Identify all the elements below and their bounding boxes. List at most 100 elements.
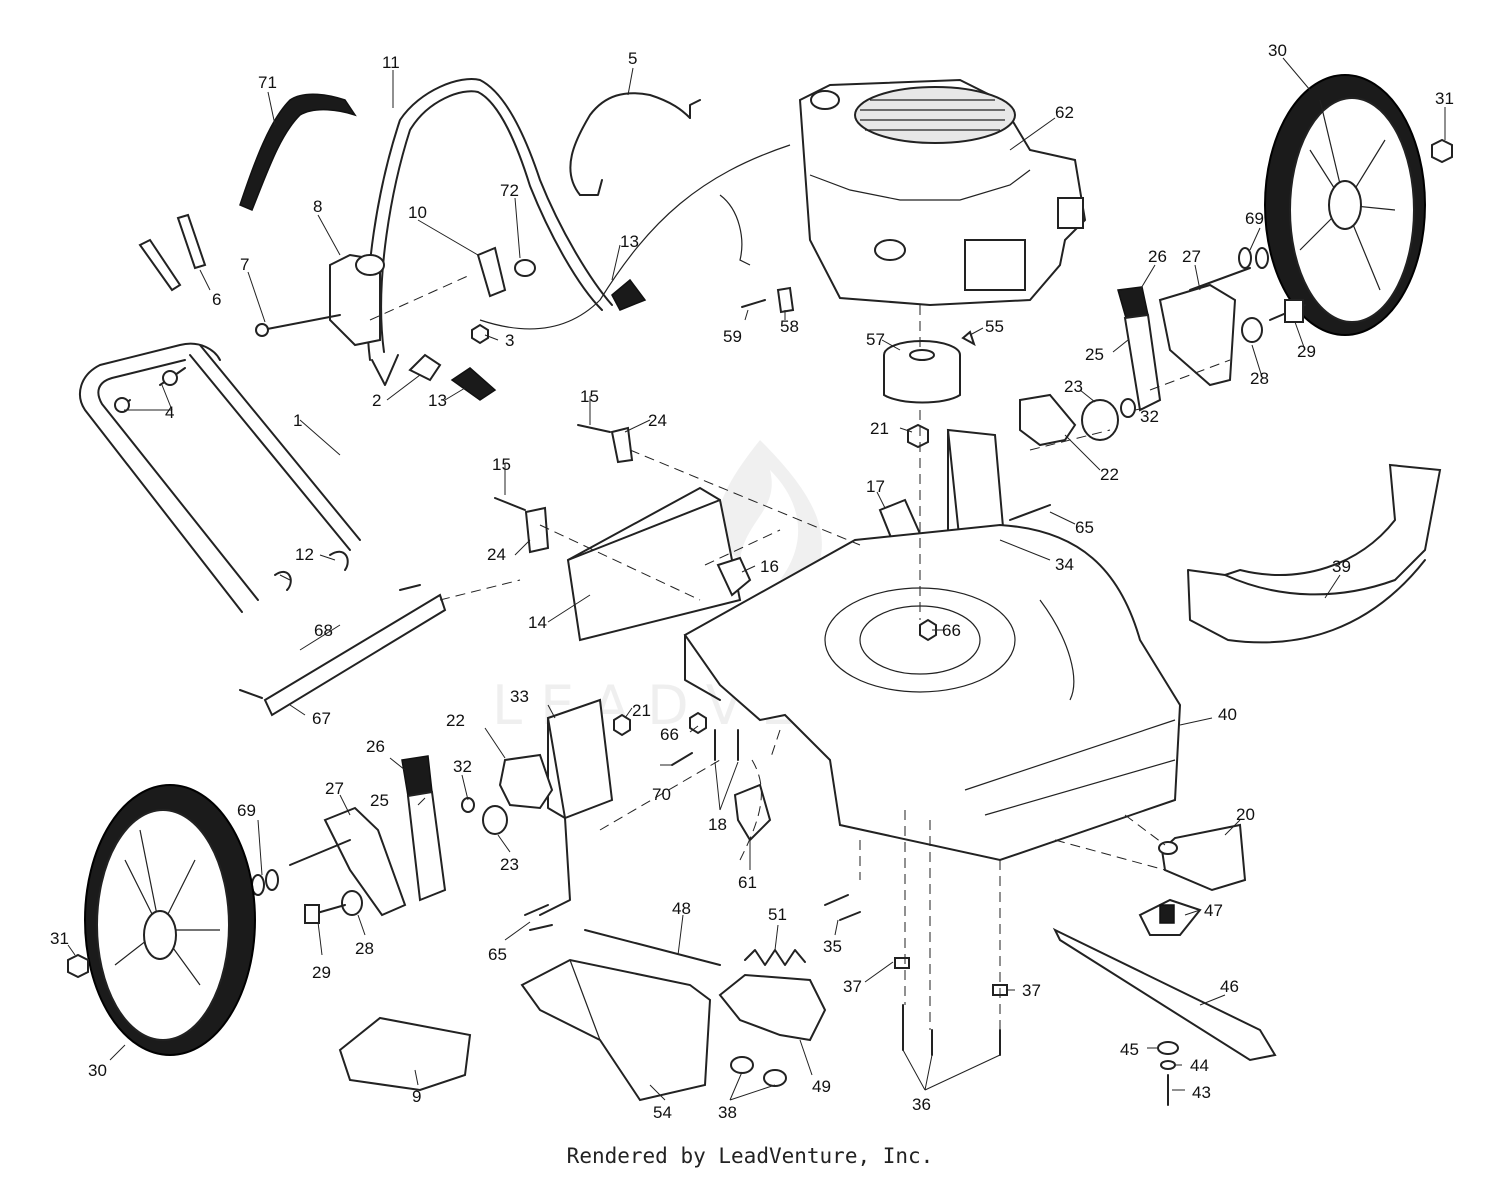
label-72: 72 — [500, 181, 519, 200]
label-7: 7 — [240, 255, 249, 274]
label-32-right: 32 — [1140, 407, 1159, 426]
label-28-right: 28 — [1250, 369, 1269, 388]
label-44: 44 — [1190, 1056, 1209, 1075]
part-27-axle-bracket-left — [289, 806, 407, 917]
leader-lines — [67, 57, 1446, 1101]
part-51-spring — [744, 949, 806, 966]
part-66-nut-left — [689, 711, 707, 735]
part-3-nut — [471, 323, 489, 345]
part-65-bolt-right — [1009, 504, 1051, 521]
label-25-left: 25 — [370, 791, 389, 810]
part-44-lock-washer — [1160, 1060, 1176, 1070]
label-33: 33 — [510, 687, 529, 706]
part-65-bolts-left — [524, 904, 553, 931]
label-18: 18 — [708, 815, 727, 834]
part-5-control-rod — [569, 92, 701, 196]
label-37-right: 37 — [1022, 981, 1041, 1000]
part-47-blade-mount — [1138, 898, 1202, 936]
part-71-handle-grip — [239, 93, 357, 211]
part-32-washer-left — [461, 797, 475, 813]
part-2-clip — [408, 353, 442, 382]
part-70-pin — [671, 752, 693, 766]
label-62: 62 — [1055, 103, 1074, 122]
label-30-right: 30 — [1268, 41, 1287, 60]
part-31-nut-right — [1431, 138, 1453, 164]
label-31-right: 31 — [1435, 89, 1454, 108]
part-48-hinge-rod — [584, 929, 721, 966]
part-8-handle-bracket — [329, 253, 385, 347]
part-27-axle-bracket-right — [1158, 267, 1251, 387]
part-24-bracket-lower — [524, 506, 550, 554]
label-2: 2 — [372, 391, 381, 410]
part-69-washer-pair-left — [251, 869, 279, 896]
part-29-bolt-left — [304, 904, 346, 924]
label-29-left: 29 — [312, 963, 331, 982]
label-20: 20 — [1236, 805, 1255, 824]
part-26-grip-left — [401, 755, 433, 797]
label-24-lower: 24 — [487, 545, 506, 564]
label-15-upper: 15 — [580, 387, 599, 406]
label-36: 36 — [912, 1095, 931, 1114]
label-15-lower: 15 — [492, 455, 511, 474]
label-27-right: 27 — [1182, 247, 1201, 266]
label-5: 5 — [628, 49, 637, 68]
part-24-bracket-upper — [610, 426, 634, 464]
part-67-rear-axle — [263, 593, 447, 717]
part-12-clips — [274, 550, 349, 591]
part-31-nut-left — [67, 953, 89, 979]
part-13-knob-upper — [611, 278, 647, 311]
part-46-blade — [1052, 927, 1277, 1062]
part-69-washer-pair-right — [1238, 247, 1269, 269]
label-49: 49 — [812, 1077, 831, 1096]
part-32-washer-right — [1120, 398, 1136, 418]
label-57: 57 — [866, 330, 885, 349]
label-40: 40 — [1218, 705, 1237, 724]
label-47: 47 — [1204, 901, 1223, 920]
label-34: 34 — [1055, 555, 1074, 574]
label-66-center: 66 — [942, 621, 961, 640]
part-30-wheel-right — [1264, 74, 1426, 336]
part-23-spacer-left — [482, 805, 508, 835]
part-62-engine — [798, 78, 1087, 307]
part-36-bolts — [902, 1004, 1001, 1056]
label-13-upper: 13 — [620, 232, 639, 251]
watermark-flame-icon — [718, 440, 822, 580]
part-25-lever-left — [406, 790, 447, 902]
label-21-right: 21 — [870, 419, 889, 438]
label-16: 16 — [760, 557, 779, 576]
part-37-clip-left — [894, 957, 910, 969]
part-22-plate-left — [498, 753, 554, 810]
label-35: 35 — [823, 937, 842, 956]
part-15-bolt-lower — [494, 497, 526, 511]
label-43: 43 — [1192, 1083, 1211, 1102]
part-26-grip-right — [1117, 286, 1149, 319]
part-14-rear-skirt — [566, 486, 742, 642]
part-35-bolts — [824, 894, 861, 921]
part-16-plate — [716, 556, 752, 597]
part-21-nut-left — [613, 713, 631, 737]
part-labels: 71 11 5 62 30 31 8 10 72 13 6 7 3 2 13 5… — [50, 41, 1454, 1122]
label-25-right: 25 — [1085, 345, 1104, 364]
part-59-screw — [741, 299, 766, 308]
part-38-spacers — [730, 1056, 787, 1087]
part-25-lever-right — [1123, 313, 1162, 412]
label-71: 71 — [258, 73, 277, 92]
footer-credit: Rendered by LeadVenture, Inc. — [566, 1144, 934, 1168]
part-28-washer-left — [341, 890, 363, 916]
label-9: 9 — [412, 1087, 421, 1106]
label-54: 54 — [653, 1103, 672, 1122]
part-15-bolt-upper — [577, 424, 611, 433]
part-6-cable-ties — [138, 213, 207, 292]
label-32-left: 32 — [453, 757, 472, 776]
part-58-clip — [776, 286, 795, 314]
label-8: 8 — [313, 197, 322, 216]
label-22-left: 22 — [446, 711, 465, 730]
part-18-bolts — [714, 729, 739, 761]
label-10: 10 — [408, 203, 427, 222]
label-4: 4 — [165, 403, 174, 422]
part-20-blade-adapter — [1158, 823, 1247, 892]
label-59: 59 — [723, 327, 742, 346]
label-65-left: 65 — [488, 945, 507, 964]
part-10-cable-bracket — [476, 246, 507, 298]
